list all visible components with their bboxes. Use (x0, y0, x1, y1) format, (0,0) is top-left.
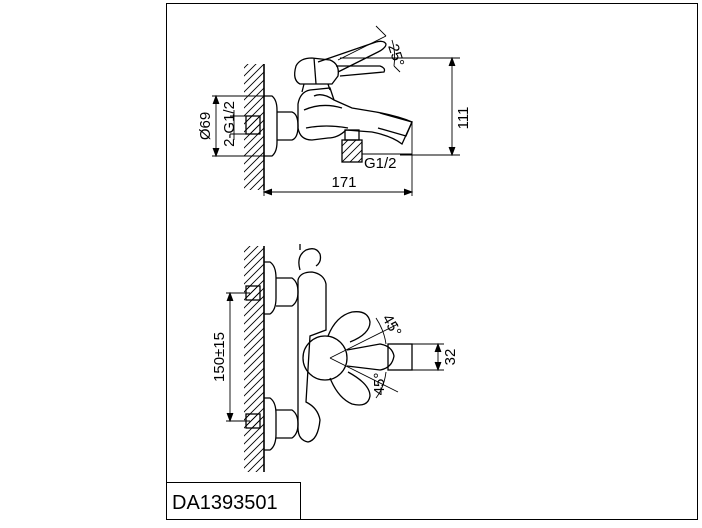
front-center-distance-label: 150±15 (211, 332, 228, 382)
sheet-border (166, 3, 698, 520)
side-outlet-thread (341, 139, 363, 163)
side-inlet-thread (245, 115, 261, 135)
side-cartridge (294, 57, 339, 85)
side-diameter-label: Ø69 (197, 112, 214, 140)
front-handle-hub (302, 335, 348, 381)
front-wall-hatch (244, 246, 264, 472)
front-angle-top-label: 45° (379, 312, 405, 340)
side-lever-tilted (336, 65, 386, 77)
side-inlet-label: 2-G1/2 (221, 101, 238, 147)
front-handle-lower (329, 371, 371, 406)
side-outlet-label: G1/2 (364, 155, 397, 172)
side-dimensions (212, 25, 460, 196)
front-body (297, 271, 327, 443)
side-angle-label: 25° (384, 42, 407, 69)
side-lever (317, 40, 387, 73)
side-connector (277, 111, 299, 141)
side-body (297, 87, 413, 146)
front-rosette-bottom (264, 397, 277, 451)
front-rosette-top (264, 261, 277, 315)
front-dimensions (226, 291, 444, 423)
front-hook (298, 248, 322, 271)
front-view (244, 244, 413, 472)
title-block (166, 482, 301, 520)
side-rosette (264, 95, 278, 157)
side-spout-tip (377, 112, 413, 137)
side-outlet-nut (344, 129, 360, 141)
side-length-label: 171 (331, 174, 356, 191)
front-angle-bottom-label: 45° (371, 373, 388, 396)
side-height-label: 111 (455, 107, 472, 130)
model-code: DA1393501 (172, 492, 278, 514)
front-spout (346, 343, 395, 371)
front-spout-tip (387, 343, 413, 371)
side-view (244, 40, 413, 190)
front-spout-width-label: 32 (442, 349, 459, 366)
front-handle-upper (327, 311, 371, 343)
